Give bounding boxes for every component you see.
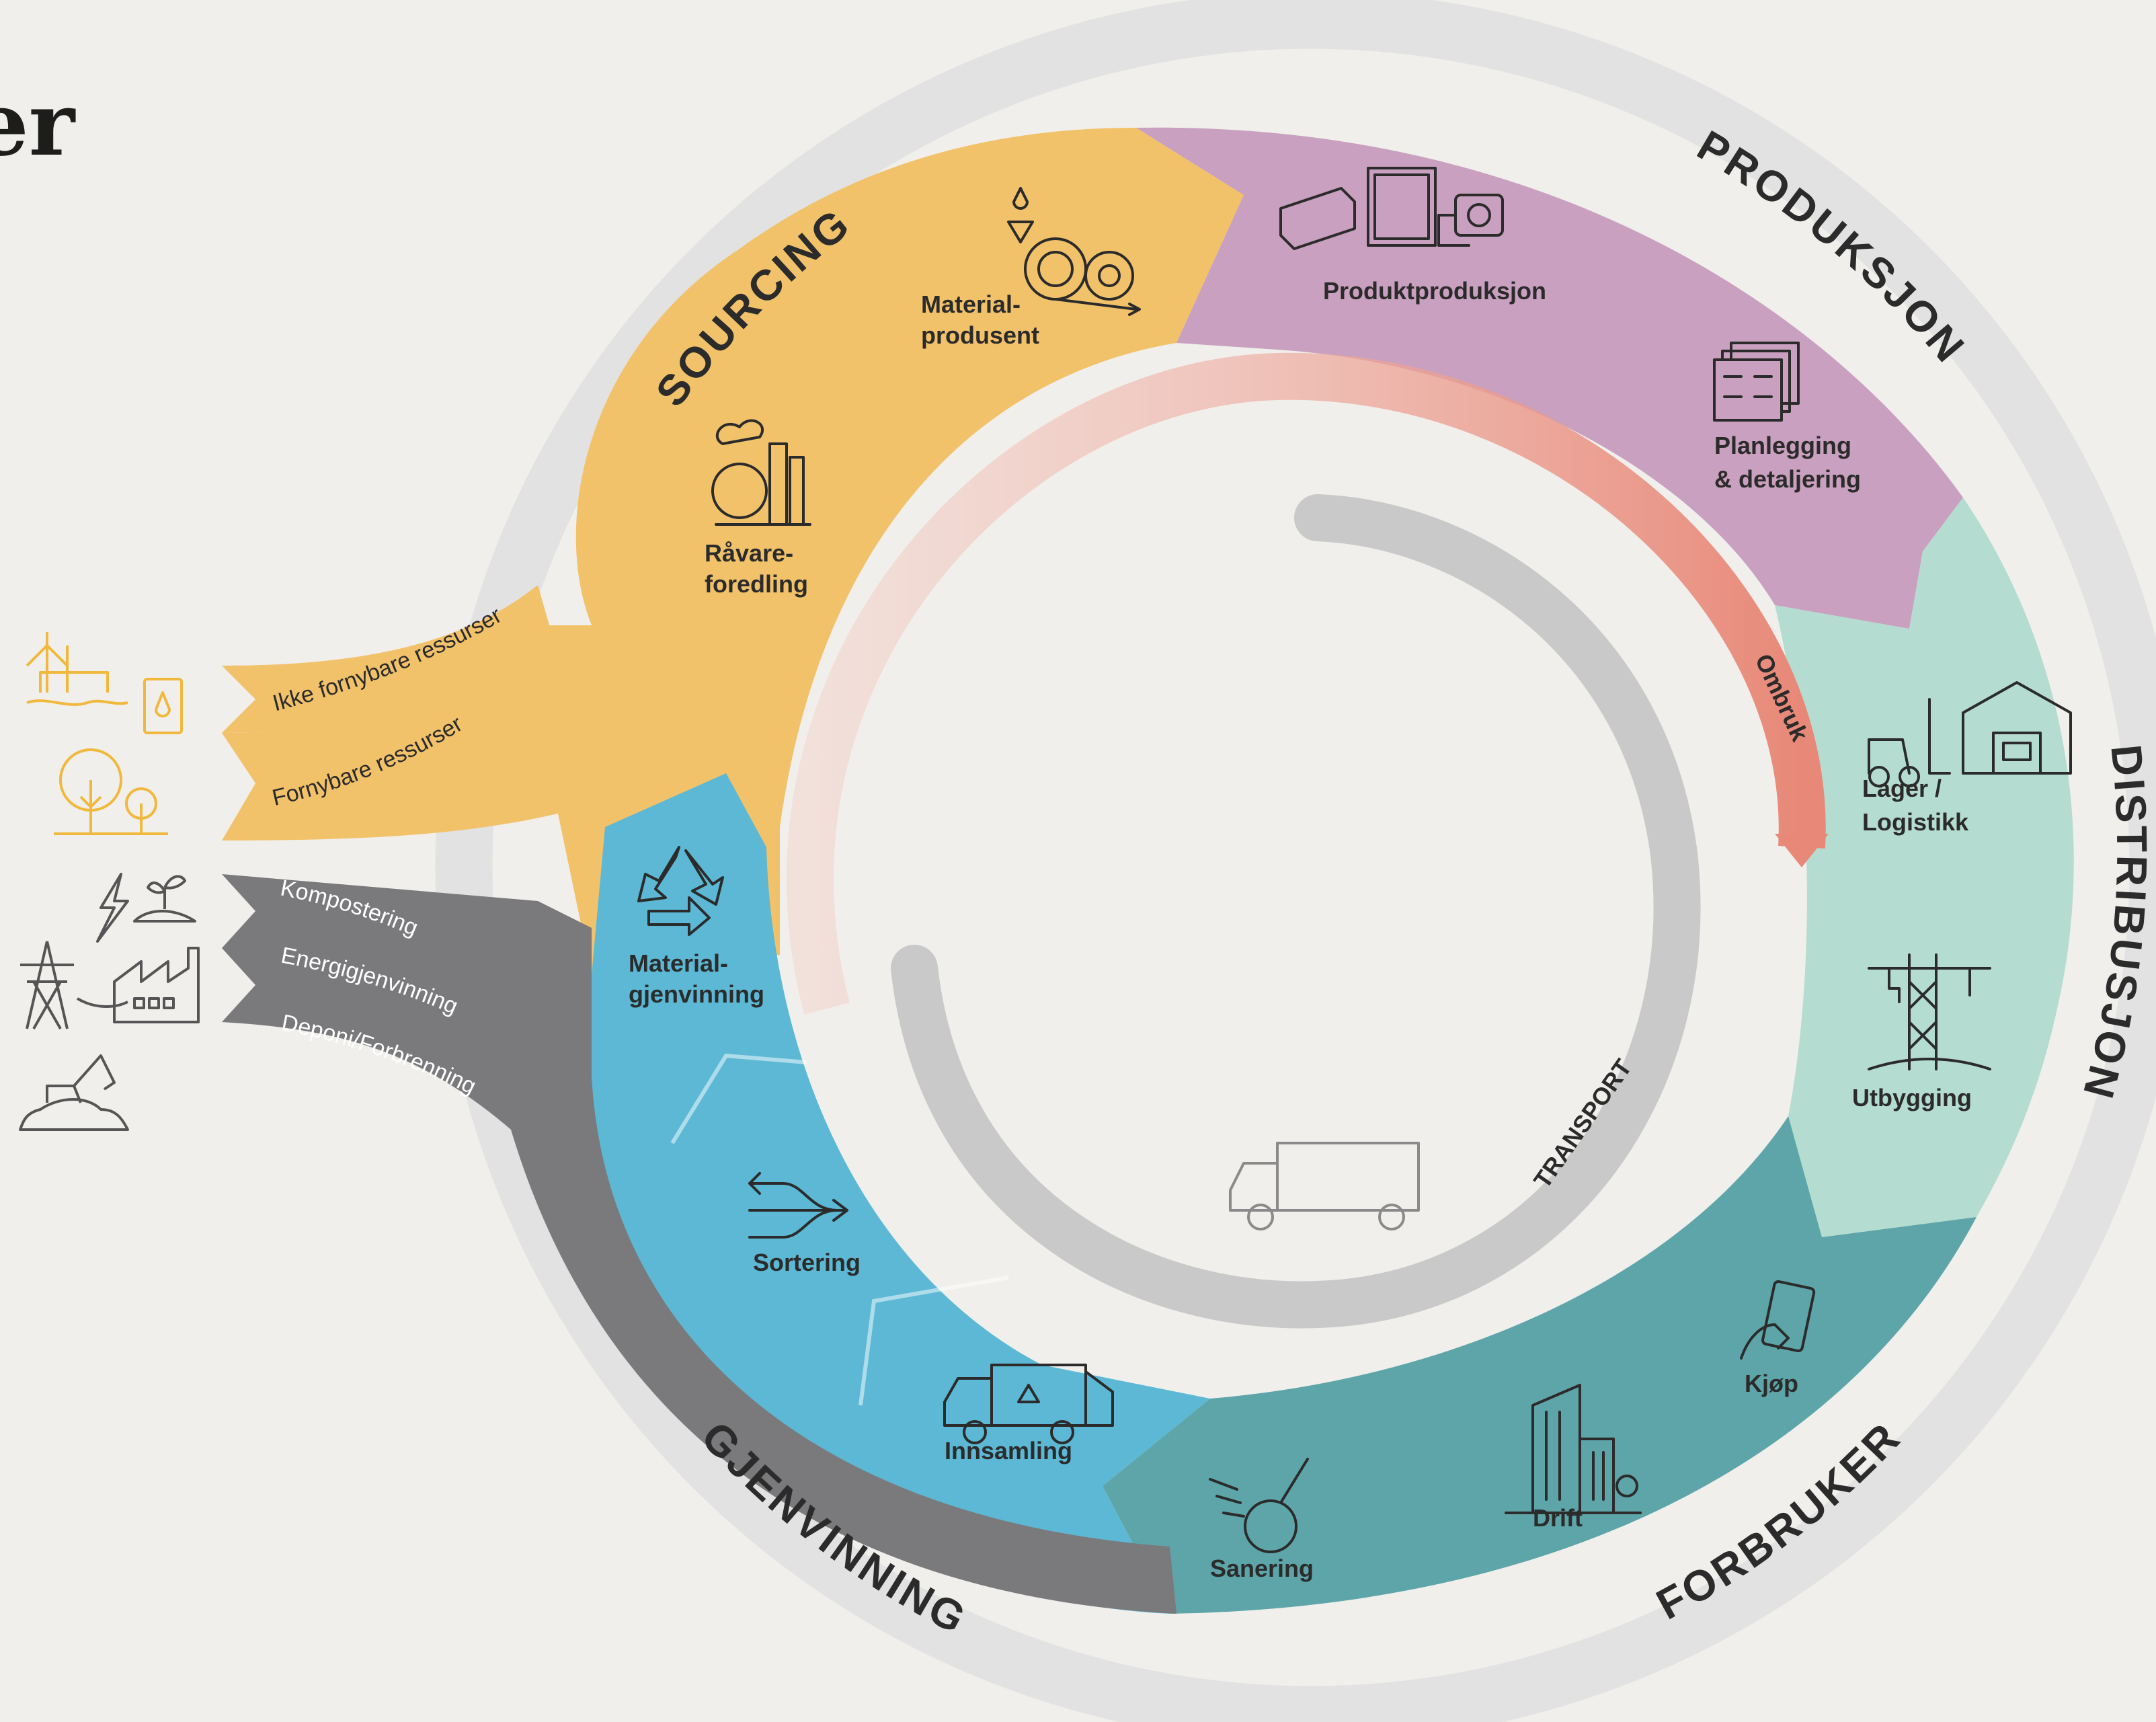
output-label-energigjenvinning: Energigjenvinning (279, 943, 462, 1019)
forbruker-band (1103, 1116, 1977, 1614)
stage-label-drift: Drift (1533, 1504, 1583, 1532)
sorting-icon (748, 1172, 848, 1239)
buildings-icon (1505, 1384, 1642, 1514)
lightning-icon (96, 873, 129, 943)
stage-label-planlegging: Planlegging& detaljering (1714, 432, 1861, 493)
stage-label-innsamling: Innsamling (945, 1437, 1072, 1464)
stage-label-ravare-foredling: Råvare-foredling (705, 539, 808, 598)
warehouse-icon (1868, 681, 2072, 787)
oil-barrel-icon (143, 678, 183, 734)
stage-label-lager: Lager /Logistikk (1862, 775, 1969, 836)
input-label-fornybare: Fornybare ressurser (270, 711, 467, 811)
ring-label-gjenvinning: GJENVINNING (692, 1412, 975, 1643)
input-label-ikke-fornybare: Ikke fornybare ressurser (270, 602, 506, 717)
trees-icon (54, 748, 168, 835)
excavator-landfill-icon (19, 1054, 129, 1131)
transport-label: TRANSPORT (1528, 1054, 1637, 1193)
stage-label-material-produsent: Material-produsent (921, 290, 1039, 349)
ring-label-sourcing: SOURCING (646, 198, 860, 415)
material-producer-icon (1007, 187, 1141, 316)
transport-arc (891, 494, 1701, 1329)
stage-label-utbygging: Utbygging (1852, 1084, 1972, 1111)
input-stream-nonrenewable (222, 585, 551, 733)
stage-label-sanering: Sanering (1210, 1555, 1314, 1582)
product-production-icon (1279, 167, 1504, 250)
crane-icon (1868, 953, 1991, 1070)
ring-label-forbruker: FORBRUKER (1648, 1413, 1910, 1629)
stage-label-material-gjenvinning: Material-gjenvinning (629, 949, 764, 1008)
sprout-icon (133, 875, 196, 923)
factory-icon (113, 947, 200, 1023)
truck-icon (1229, 1142, 1420, 1230)
recycle-icon (637, 846, 724, 936)
ring-label-distribusjon: DISTRIBUSJON (2073, 742, 2156, 1105)
garbage-truck-icon (943, 1364, 1114, 1444)
stage-label-kjop: Kjøp (1745, 1370, 1798, 1397)
ombruk-arc (787, 352, 1826, 1015)
ring-label-produksjon: PRODUKSJON (1689, 121, 1975, 373)
gjenvinning-divider-1 (670, 1053, 807, 1144)
output-label-deponi: Deponi/Forbrenning (280, 1010, 481, 1099)
outer-ring (435, 0, 2156, 1722)
planning-icon (1713, 342, 1800, 422)
gjenvinning-divider-2 (859, 1276, 1009, 1406)
ombruk-arrowhead (1775, 834, 1829, 867)
wrecking-ball-icon (1209, 1458, 1309, 1553)
oil-rig-icon (26, 632, 128, 706)
waste-outflow (222, 874, 1176, 1614)
page-title-fragment: er (0, 73, 75, 175)
distribusjon-band (1775, 498, 2074, 1237)
sourcing-band (222, 128, 1244, 975)
stage-label-sortering: Sortering (753, 1249, 861, 1276)
produksjon-band (1136, 127, 1963, 629)
ombruk-label: Ombruk (1750, 650, 1814, 746)
refinery-icon (711, 419, 811, 526)
card-payment-icon (1740, 1280, 1816, 1360)
output-label-kompostering: Kompostering (278, 875, 422, 941)
stage-label-produktproduksjon: Produktproduksjon (1323, 277, 1546, 305)
power-pylon-icon (20, 941, 128, 1029)
